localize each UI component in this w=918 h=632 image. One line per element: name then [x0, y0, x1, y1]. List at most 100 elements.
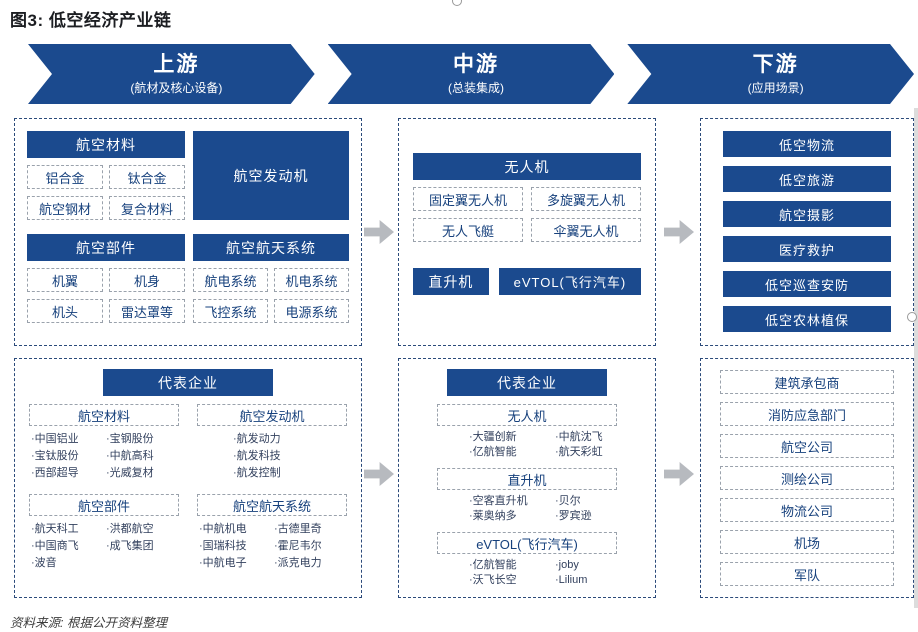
company-name: ·国瑞科技 [199, 540, 247, 552]
company-group-title: 航空材料 [29, 404, 179, 426]
company-name: ·成飞集团 [106, 540, 154, 552]
company-line: ·空客直升机 ·贝尔 [413, 494, 641, 509]
company-line: ·航发科技 [233, 448, 349, 465]
company-line: ·中航机电 ·古德里奇 [199, 521, 349, 538]
company-group-components: 航空部件 ·航天科工 ·洪都航空 ·中国商飞 ·成飞集团 ·波音 [27, 494, 181, 572]
company-line: ·亿航智能 ·航天彩虹 [413, 445, 641, 460]
company-group-materials: 航空材料 ·中国铝业 ·宝钢股份 ·宝钛股份 ·中航高科 ·西部超导 ·光威复材 [27, 404, 181, 482]
aviation-components-header: 航空部件 [27, 234, 185, 261]
company-name: ·亿航智能 [469, 446, 517, 458]
downstream-scenarios-panel: 低空物流 低空旅游 航空摄影 医疗救护 低空巡查安防 低空农林植保 [700, 118, 914, 346]
scenario-box: 低空巡查安防 [723, 271, 891, 297]
company-line: ·西部超导 ·光威复材 [31, 465, 181, 482]
drone-type-row: 无人飞艇 伞翼无人机 [413, 218, 641, 242]
systems-row: 飞控系统 电源系统 [193, 299, 349, 323]
company-group-helicopter: 直升机 ·空客直升机 ·贝尔 ·莱奥纳多 ·罗宾逊 [413, 468, 641, 524]
customer-box: 建筑承包商 [720, 370, 894, 394]
company-name: ·中国铝业 [31, 433, 79, 445]
company-group-title: 航空航天系统 [197, 494, 347, 516]
component-item: 机身 [109, 268, 185, 292]
company-line: ·航发动力 [233, 431, 349, 448]
company-name: ·罗宾逊 [555, 510, 592, 522]
company-group-systems: 航空航天系统 ·中航机电 ·古德里奇 ·国瑞科技 ·霍尼韦尔 ·中航电子 ·派克… [195, 494, 349, 572]
drone-type-item: 伞翼无人机 [531, 218, 641, 242]
stage-midstream-sub: (总装集成) [448, 80, 504, 95]
selection-handle [452, 0, 462, 6]
materials-row: 铝合金 钛合金 [27, 165, 185, 189]
company-line: ·国瑞科技 ·霍尼韦尔 [199, 538, 349, 555]
company-name: ·中航沈飞 [555, 431, 603, 443]
right-arrow-icon [664, 220, 694, 244]
company-name: ·中航机电 [199, 523, 247, 535]
company-group-title: 航空发动机 [197, 404, 347, 426]
company-list: ·中国铝业 ·宝钢股份 ·宝钛股份 ·中航高科 ·西部超导 ·光威复材 [27, 431, 181, 482]
upstream-products-panel: 航空材料 铝合金 钛合金 航空钢材 复合材料 航空发动机 航空部件 机翼 机身 [14, 118, 362, 346]
company-name: ·航发科技 [233, 450, 281, 462]
selection-handle [907, 312, 917, 322]
material-item: 航空钢材 [27, 196, 103, 220]
component-item: 机翼 [27, 268, 103, 292]
drone-header: 无人机 [413, 153, 641, 180]
company-name: ·宝钢股份 [106, 433, 154, 445]
company-name: ·古德里奇 [274, 523, 322, 535]
stage-midstream-label: 中游 [453, 52, 499, 76]
system-item: 电源系统 [274, 299, 349, 323]
upstream-materials-engine-grid: 航空材料 铝合金 钛合金 航空钢材 复合材料 航空发动机 [27, 131, 349, 220]
company-name: ·宝钛股份 [31, 450, 79, 462]
page-edge-strip [914, 108, 918, 608]
aviation-materials-header: 航空材料 [27, 131, 185, 158]
materials-row: 航空钢材 复合材料 [27, 196, 185, 220]
scenario-box: 低空旅游 [723, 166, 891, 192]
scenario-box: 航空摄影 [723, 201, 891, 227]
company-group-engine: 航空发动机 ·航发动力 ·航发科技 ·航发控制 [195, 404, 349, 482]
systems-row: 航电系统 机电系统 [193, 268, 349, 292]
components-row: 机翼 机身 [27, 268, 185, 292]
company-name: ·joby [555, 559, 579, 571]
customer-box: 军队 [720, 562, 894, 586]
drone-type-item: 固定翼无人机 [413, 187, 523, 211]
company-name: ·沃飞长空 [469, 574, 517, 586]
material-item: 复合材料 [109, 196, 185, 220]
company-name: ·西部超导 [31, 467, 79, 479]
drone-type-item: 无人飞艇 [413, 218, 523, 242]
aerospace-systems-group: 航空航天系统 航电系统 机电系统 飞控系统 电源系统 [193, 234, 349, 323]
stage-downstream-sub: (应用场景) [747, 80, 804, 95]
system-item: 机电系统 [274, 268, 349, 292]
company-line: ·大疆创新 ·中航沈飞 [413, 430, 641, 445]
company-line: ·宝钛股份 ·中航高科 [31, 448, 181, 465]
material-item: 铝合金 [27, 165, 103, 189]
company-line: ·中国商飞 ·成飞集团 [31, 538, 181, 555]
company-name: ·贝尔 [555, 495, 581, 507]
component-item: 雷达罩等 [109, 299, 185, 323]
company-group-evtol: eVTOL(飞行汽车) ·亿航智能 ·joby ·沃飞长空 ·Lilium [413, 532, 641, 588]
aviation-components-group: 航空部件 机翼 机身 机头 雷达罩等 [27, 234, 185, 323]
company-name: ·洪都航空 [106, 523, 154, 535]
drone-type-item: 多旋翼无人机 [531, 187, 641, 211]
customer-box: 测绘公司 [720, 466, 894, 490]
scenario-box: 低空物流 [723, 131, 891, 157]
customer-box: 物流公司 [720, 498, 894, 522]
customer-box: 航空公司 [720, 434, 894, 458]
company-line: ·波音 [31, 555, 181, 572]
company-list: ·航发动力 ·航发科技 ·航发控制 [195, 431, 349, 482]
upstream-components-systems-grid: 航空部件 机翼 机身 机头 雷达罩等 航空航天系统 航电系统 机电系统 飞控系统 [27, 234, 349, 323]
aero-engine-box: 航空发动机 [193, 131, 349, 220]
company-line: ·沃飞长空 ·Lilium [413, 573, 641, 588]
company-line: ·莱奥纳多 ·罗宾逊 [413, 509, 641, 524]
company-name: ·派克电力 [274, 557, 322, 569]
company-line: ·中航电子 ·派克电力 [199, 555, 349, 572]
company-name: ·航发控制 [233, 467, 281, 479]
scenario-box: 低空农林植保 [723, 306, 891, 332]
company-group-title: 航空部件 [29, 494, 179, 516]
downstream-customers-panel: 建筑承包商 消防应急部门 航空公司 测绘公司 物流公司 机场 军队 [700, 358, 914, 598]
company-group-title: 无人机 [437, 404, 617, 426]
stage-upstream-sub: (航材及核心设备) [130, 80, 223, 95]
customer-box: 消防应急部门 [720, 402, 894, 426]
company-list: ·中航机电 ·古德里奇 ·国瑞科技 ·霍尼韦尔 ·中航电子 ·派克电力 [195, 521, 349, 572]
evtol-box: eVTOL(飞行汽车) [498, 268, 641, 295]
company-line: ·中国铝业 ·宝钢股份 [31, 431, 181, 448]
company-name: ·莱奥纳多 [469, 510, 517, 522]
figure-title: 图3: 低空经济产业链 [10, 11, 172, 30]
right-arrow-icon [664, 462, 694, 486]
right-arrow-icon [364, 462, 394, 486]
